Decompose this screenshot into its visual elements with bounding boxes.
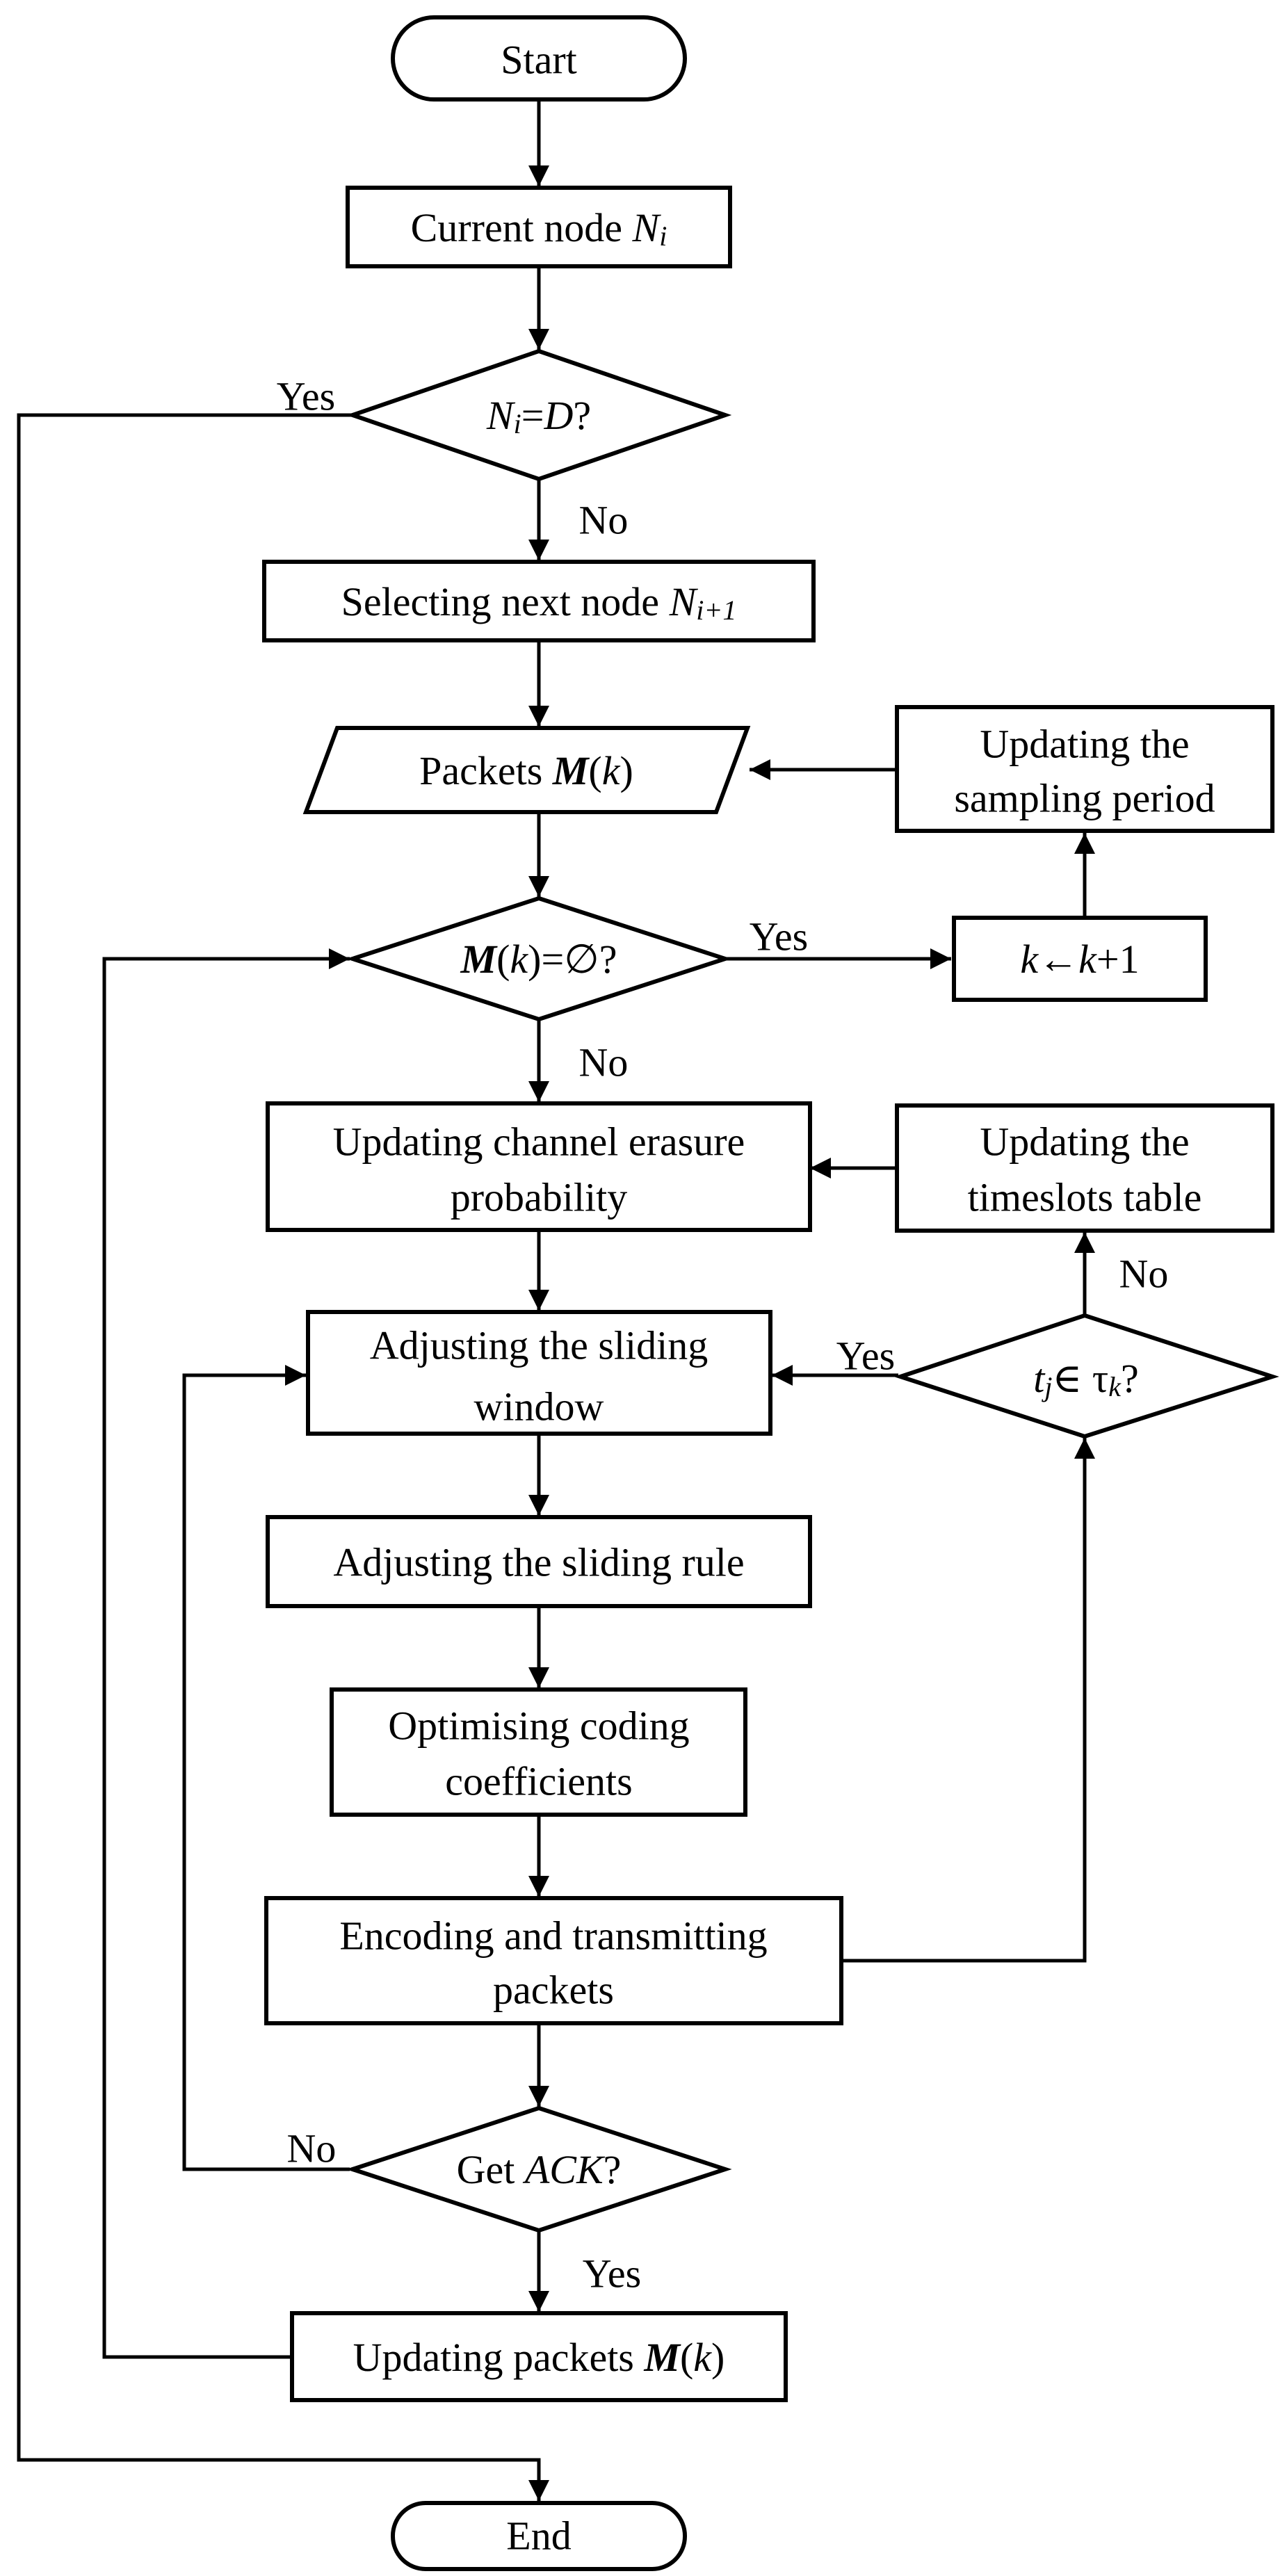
adjust-rule-box: Adjusting the sliding rule	[266, 1515, 812, 1608]
label-timeslot-yes: Yes	[836, 1334, 895, 1379]
edge-dest-yes	[17, 413, 549, 2501]
update-channel-line2: probability	[451, 1175, 628, 1220]
current-node-label: Current node Ni	[411, 205, 667, 252]
adjust-window-box: Adjusting the sliding window	[306, 1310, 772, 1436]
start-terminal: Start	[391, 15, 687, 102]
encode-transmit-box: Encoding and transmitting packets	[264, 1896, 843, 2025]
k-increment-box: k←k+1	[952, 916, 1208, 1002]
encode-line1: Encoding and transmitting	[339, 1913, 767, 1959]
update-sampling-line1: Updating the	[980, 722, 1189, 767]
label-timeslot-no: No	[1119, 1251, 1169, 1297]
optimise-line1: Optimising coding	[388, 1703, 689, 1749]
adjust-rule-label: Adjusting the sliding rule	[333, 1540, 744, 1585]
label-empty-no: No	[579, 1040, 629, 1085]
update-sampling-line2: sampling period	[954, 776, 1215, 821]
ack-check-decision: Get ACK?	[346, 2105, 732, 2233]
update-packets-label: Updating packets M(k)	[353, 2335, 725, 2380]
label-ack-yes: Yes	[583, 2251, 641, 2296]
destination-check-label: Ni=D?	[486, 393, 591, 439]
label-dest-no: No	[579, 498, 629, 543]
k-increment-label: k←k+1	[1020, 937, 1139, 982]
select-next-node-box: Selecting next node Ni+1	[262, 560, 816, 642]
edge-labels: Yes No Yes No No Yes No Yes	[277, 374, 1169, 2296]
optimise-line2: coefficients	[445, 1759, 632, 1804]
timeslot-check-label: tj∈ τk?	[1033, 1356, 1139, 1402]
update-timeslots-line2: timeslots table	[968, 1175, 1202, 1220]
update-timeslots-line1: Updating the	[980, 1119, 1189, 1165]
update-channel-line1: Updating channel erasure	[333, 1119, 745, 1165]
adjust-window-line2: window	[474, 1384, 604, 1429]
select-next-node-label: Selecting next node Ni+1	[341, 579, 737, 626]
packets-empty-decision: M(k)=∅?	[346, 896, 732, 1022]
end-terminal: End	[391, 2501, 687, 2571]
connectors	[17, 101, 1095, 2501]
edge-update-packets-loop	[102, 948, 350, 2359]
timeslot-check-decision: tj∈ τk?	[893, 1313, 1279, 1439]
update-channel-box: Updating channel erasure probability	[266, 1101, 812, 1232]
packets-input: Packets M(k)	[302, 726, 751, 814]
ack-check-label: Get ACK?	[457, 2147, 622, 2192]
label-dest-yes: Yes	[277, 374, 335, 419]
destination-check-decision: Ni=D?	[346, 348, 732, 482]
end-label: End	[506, 2513, 571, 2559]
update-sampling-box: Updating the sampling period	[895, 705, 1274, 833]
edge-ack-no	[182, 1365, 350, 2171]
current-node-box: Current node Ni	[346, 186, 732, 268]
label-ack-no: No	[287, 2126, 337, 2171]
adjust-window-line1: Adjusting the sliding	[370, 1323, 709, 1368]
start-label: Start	[501, 38, 577, 83]
packets-input-label: Packets M(k)	[419, 748, 633, 793]
label-empty-yes: Yes	[750, 914, 808, 959]
update-packets-box: Updating packets M(k)	[290, 2311, 788, 2402]
encode-line2: packets	[493, 1968, 614, 2013]
packets-empty-label: M(k)=∅?	[460, 937, 617, 982]
update-timeslots-box: Updating the timeslots table	[895, 1103, 1274, 1233]
edge-encode-to-timeslot	[841, 1438, 1095, 1963]
optimise-coefficients-box: Optimising coding coefficients	[330, 1687, 747, 1817]
